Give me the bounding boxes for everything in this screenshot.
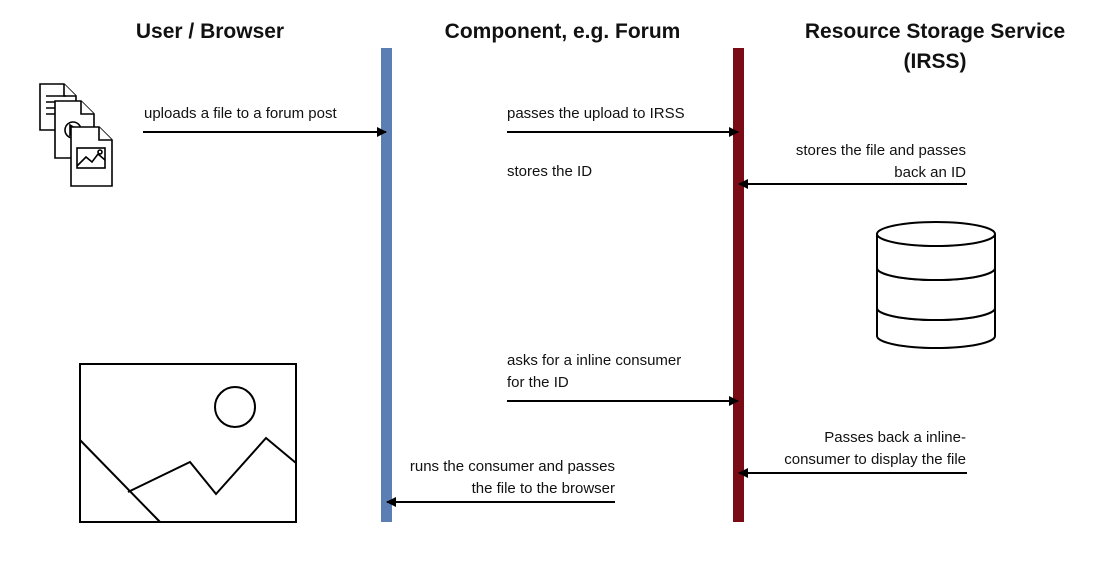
message-label-line: asks for a inline consumer (507, 352, 682, 369)
message-label-upload: uploads a file to a forum post (144, 103, 337, 125)
message-label-line: uploads a file to a forum post (144, 105, 337, 122)
message-label-store-id: stores the ID (507, 161, 592, 183)
message-label-line: for the ID (507, 374, 569, 391)
message-label-line: stores the ID (507, 163, 593, 180)
component-title: Component, e.g. Forum (444, 20, 681, 43)
image-placeholder-icon (79, 363, 297, 523)
message-label-line: stores the file and passes (795, 142, 966, 159)
message-label-line: Passes back a inline- (824, 429, 966, 446)
database-icon (876, 221, 996, 349)
message-label-line: runs the consumer and passes (409, 458, 615, 475)
message-label-pass-upload: passes the upload to IRSS (507, 103, 685, 125)
message-label-ask-consumer: asks for a inline consumer for the ID (507, 350, 681, 394)
message-label-store-and-return-id: stores the file and passes back an ID (796, 140, 966, 184)
component-lifeline (381, 48, 392, 522)
irss-title-line-2: (IRSS) (903, 50, 967, 73)
message-label-line: passes the upload to IRSS (507, 105, 685, 122)
message-label-line: the file to the browser (471, 480, 615, 497)
user-browser-title: User / Browser (135, 20, 285, 43)
message-label-run-consumer: runs the consumer and passes the file to… (410, 456, 615, 500)
documents-stack-icon (39, 83, 113, 187)
message-label-return-consumer: Passes back a inline- consumer to displa… (784, 427, 966, 471)
message-label-line: back an ID (894, 164, 966, 181)
irss-title: Resource Storage Service (IRSS) (800, 17, 1070, 77)
irss-lifeline (733, 48, 744, 522)
message-label-line: consumer to display the file (784, 451, 966, 468)
irss-title-line-1: Resource Storage Service (804, 20, 1066, 43)
